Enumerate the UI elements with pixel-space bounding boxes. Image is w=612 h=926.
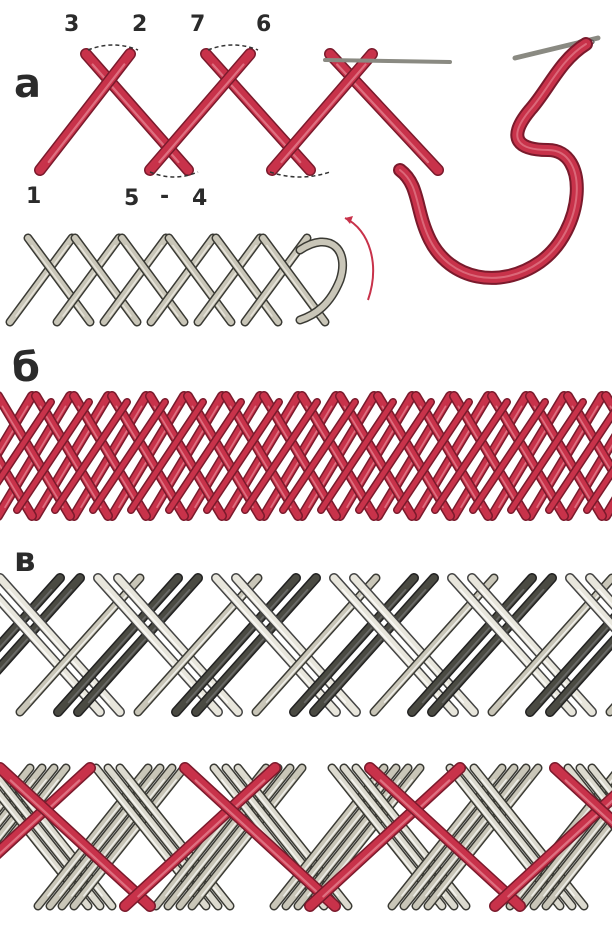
stitch-up-2 [150, 54, 250, 170]
dark-stitch-up [0, 578, 60, 712]
row-a-grey-herringbone [10, 216, 373, 322]
step-number-3: 3 [64, 14, 79, 36]
stitch-down-3 [330, 54, 438, 170]
step-number-1: 1 [26, 186, 41, 208]
step-number-6: 6 [256, 14, 271, 36]
stitch-up-3 [272, 54, 372, 170]
stitch-up-1 [40, 54, 130, 170]
label-a: а [14, 64, 41, 104]
row-b-red-band [0, 396, 612, 516]
label-b: б [12, 348, 40, 388]
step-number-2: 2 [132, 14, 147, 36]
step-number-7: 7 [190, 14, 205, 36]
row-a-herringbone [40, 45, 438, 177]
step-number-4: 4 [192, 188, 207, 210]
label-v: в [14, 540, 36, 580]
step-separator: - [160, 186, 169, 208]
row-v-red-cross [0, 768, 612, 906]
row-v-grey-dark [0, 578, 612, 712]
step-number-5: 5 [124, 188, 139, 210]
